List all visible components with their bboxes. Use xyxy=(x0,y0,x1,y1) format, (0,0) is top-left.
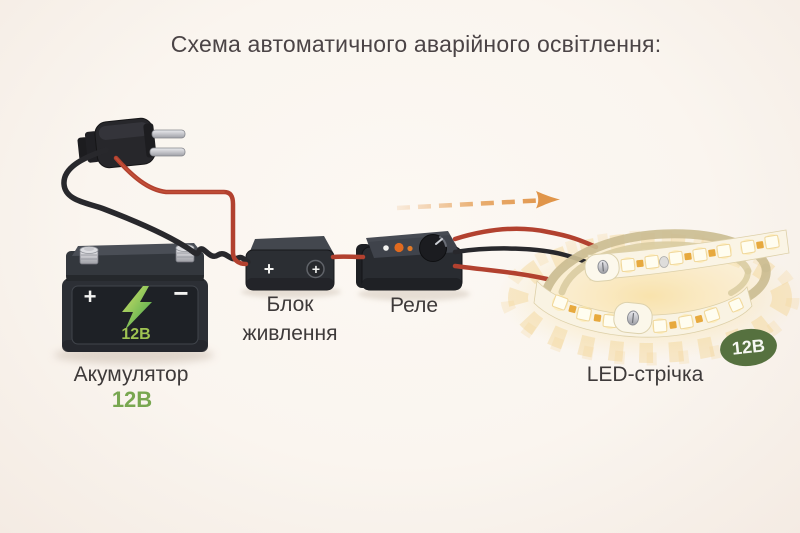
flow-arrow-icon xyxy=(396,191,560,211)
plug-prong-top xyxy=(151,129,186,139)
battery-voltage-label: 12В xyxy=(111,387,153,412)
led-strip-end-tab-upper xyxy=(584,253,620,282)
relay-indicator-orange-small xyxy=(407,245,413,252)
wire-red-relay-to-strip-bottom xyxy=(452,263,550,282)
battery-plus-sign: + xyxy=(83,284,97,309)
power-supply-terminal-a: + xyxy=(263,259,275,279)
power-supply-terminal-b: + xyxy=(311,261,321,277)
led-strip-illustration xyxy=(533,229,790,338)
led-strip-upper-band xyxy=(584,229,790,282)
led-chips-upper xyxy=(620,234,780,273)
led-voltage-badge-text: 12В xyxy=(730,335,766,359)
led-strip-lower-band xyxy=(533,280,753,338)
power-supply-label-line1: Блок xyxy=(266,293,314,316)
led-strip-label: LED-стрічка xyxy=(586,363,704,386)
relay-indicator-orange-large xyxy=(394,242,404,253)
relay-indicator-white xyxy=(383,245,389,251)
power-supply-illustration xyxy=(245,236,335,291)
battery-terminal-left xyxy=(79,246,99,265)
power-supply-label-line2: живлення xyxy=(242,322,338,345)
relay-knob xyxy=(419,234,447,262)
relay-label: Реле xyxy=(390,294,438,317)
battery-panel-voltage: 12В xyxy=(121,326,151,343)
battery-illustration xyxy=(62,243,208,352)
wire-red-relay-to-strip-top xyxy=(452,226,599,250)
power-supply-terminal-circle xyxy=(306,259,325,279)
plug-prong-bottom xyxy=(149,147,186,157)
led-strip-end-tab-lower xyxy=(613,301,653,335)
wiring xyxy=(61,147,599,282)
battery-minus-sign: − xyxy=(173,278,189,308)
relay-illustration xyxy=(356,231,463,291)
battery-label: Акумулятор xyxy=(73,363,189,386)
diagram-title: Схема автоматичного аварійного освітленн… xyxy=(170,31,662,57)
lightning-bolt-icon xyxy=(122,286,152,330)
power-plug-illustration xyxy=(77,117,186,169)
